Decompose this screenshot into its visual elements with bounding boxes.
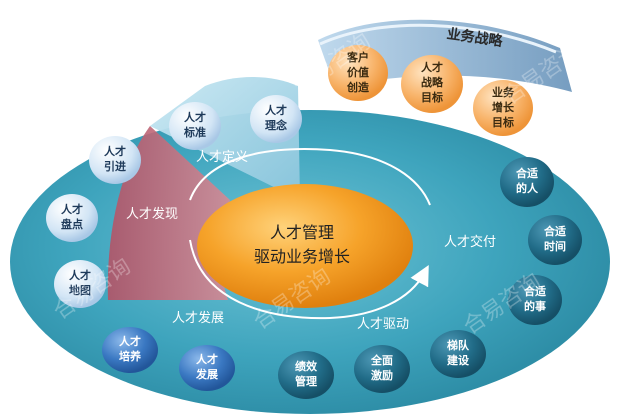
discovery-item: 人才 引进 xyxy=(89,136,141,184)
discovery-item-bubble xyxy=(54,260,106,308)
delivery-item-bubble xyxy=(508,275,562,325)
sector-label-definition: 人才定义 xyxy=(196,150,248,165)
development-item-bubble xyxy=(102,327,158,373)
strategy-item-bubble xyxy=(328,45,388,101)
delivery-item-line: 的事 xyxy=(524,299,546,313)
development-item-line: 培养 xyxy=(119,349,142,363)
drive-item-line: 绩效 xyxy=(295,359,318,373)
drive-item-bubble xyxy=(430,330,486,378)
delivery-item-line: 时间 xyxy=(544,239,566,253)
strategy-item-bubble xyxy=(473,80,533,136)
delivery-item: 合适 的事 xyxy=(508,275,562,325)
strategy-item-line: 目标 xyxy=(421,90,443,104)
development-item: 人才 发展 xyxy=(179,345,235,391)
delivery-item-bubble xyxy=(500,157,554,207)
cycle-arrow-upper xyxy=(189,148,431,206)
definition-item-line: 标准 xyxy=(183,125,206,139)
delivery-item-line: 合适 xyxy=(544,224,566,238)
development-item-bubble xyxy=(179,345,235,391)
discovery-item-line: 地图 xyxy=(69,283,91,297)
sector-label-delivery: 人才交付 xyxy=(444,234,496,250)
development-item-line: 人才 xyxy=(196,352,218,366)
delivery-item-line: 合适 xyxy=(516,166,538,180)
strategy-item: 客户 价值 创造 xyxy=(328,45,388,101)
delivery-item-bubble xyxy=(528,215,582,265)
development-item-line: 人才 xyxy=(119,334,141,348)
strategy-item-line: 增长 xyxy=(492,100,515,114)
discovery-item: 人才 盘点 xyxy=(46,194,98,242)
definition-item-line: 人才 xyxy=(265,103,287,117)
development-item-line: 发展 xyxy=(195,367,219,381)
discovery-item: 人才 地图 xyxy=(54,260,106,308)
definition-item-bubble xyxy=(169,102,221,150)
strategy-item-line: 战略 xyxy=(421,75,444,89)
drive-item: 梯队 建设 xyxy=(430,330,486,378)
discovery-item-line: 人才 xyxy=(69,268,91,282)
sector-label-drive: 人才驱动 xyxy=(357,317,409,332)
discovery-item-bubble xyxy=(46,194,98,242)
drive-item-bubble xyxy=(278,351,334,399)
development-item: 人才 培养 xyxy=(102,327,158,373)
center-line2: 驱动业务增长 xyxy=(254,247,350,266)
drive-item-line: 激励 xyxy=(371,368,393,382)
drive-item-line: 梯队 xyxy=(447,338,470,352)
strategy-arc-highlight xyxy=(319,23,557,54)
drive-item-bubble xyxy=(354,345,410,393)
discovery-item-line: 盘点 xyxy=(61,217,83,231)
center-circle xyxy=(197,184,413,308)
drive-item: 绩效 管理 xyxy=(278,351,334,399)
drive-item-line: 管理 xyxy=(295,374,317,388)
sector-label-discovery: 人才发现 xyxy=(126,206,178,222)
delivery-item: 合适 时间 xyxy=(528,215,582,265)
strategy-item-line: 客户 xyxy=(346,50,369,64)
sector-label-development: 人才发展 xyxy=(172,310,224,326)
delivery-item-line: 的人 xyxy=(516,181,539,195)
strategy-item-line: 目标 xyxy=(492,115,514,129)
delivery-item: 合适 的人 xyxy=(500,157,554,207)
strategy-item-line: 价值 xyxy=(347,65,369,79)
drive-item-line: 全面 xyxy=(370,353,393,367)
definition-item: 人才 理念 xyxy=(250,95,302,143)
definition-item-bubble xyxy=(250,95,302,143)
drive-item: 全面 激励 xyxy=(354,345,410,393)
definition-item: 人才 标准 xyxy=(169,102,221,150)
watermark: 合易咨询 xyxy=(84,44,170,115)
cycle-arrow-lower xyxy=(189,239,429,320)
discovery-item-line: 人才 xyxy=(104,144,126,158)
discovery-item-line: 引进 xyxy=(104,159,126,173)
discovery-item-bubble xyxy=(89,136,141,184)
discovery-item-line: 人才 xyxy=(61,202,83,216)
delivery-item-line: 合适 xyxy=(524,284,546,298)
strategy-item-line: 创造 xyxy=(346,80,370,94)
strategy-item-line: 业务 xyxy=(492,85,515,99)
definition-item-line: 理念 xyxy=(265,118,288,132)
strategy-item-bubble xyxy=(401,55,463,113)
strategy-item: 业务 增长 目标 xyxy=(473,80,533,136)
center-line1: 人才管理 xyxy=(270,223,334,242)
strategy-item: 人才 战略 目标 xyxy=(401,55,463,113)
strategy-item-line: 人才 xyxy=(421,60,443,74)
definition-item-line: 人才 xyxy=(184,110,206,124)
drive-item-line: 建设 xyxy=(447,353,470,367)
